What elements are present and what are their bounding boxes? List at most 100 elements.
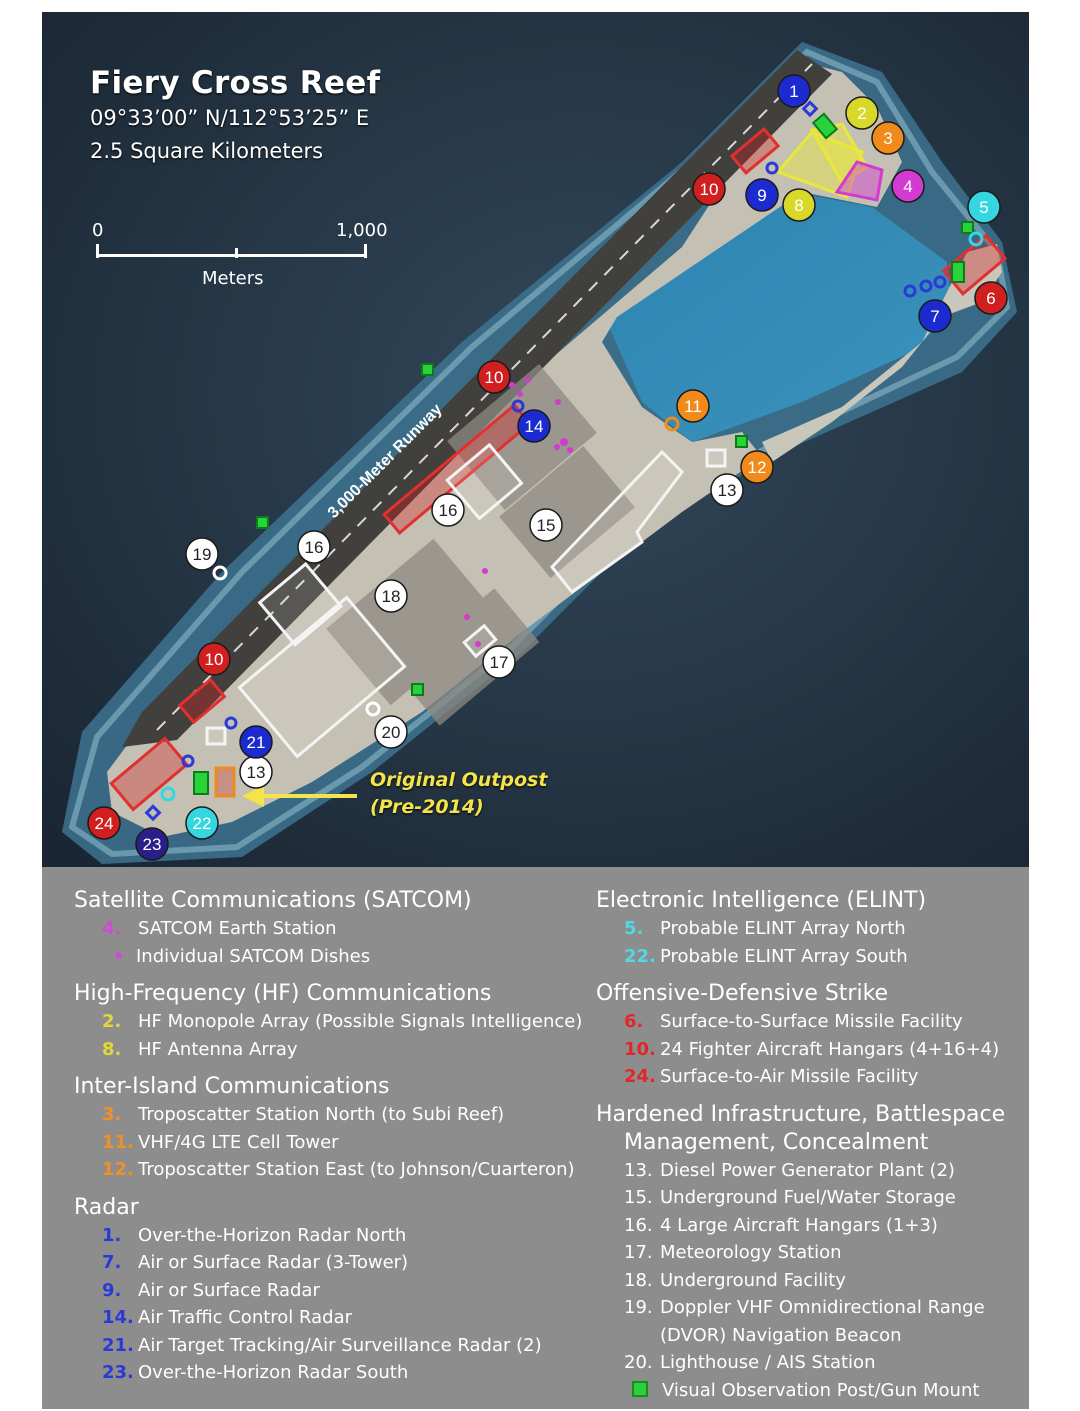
- legend-item-label: Air or Surface Radar (3-Tower): [138, 1252, 409, 1273]
- satellite-map: 3,000-Meter Runway 123456789101010111213…: [42, 12, 1029, 867]
- marker-circle: [974, 281, 1008, 315]
- marker-circle: [710, 473, 744, 507]
- marker-3: 3: [871, 121, 905, 155]
- legend-item-number: 17.: [624, 1242, 653, 1263]
- legend-section: Offensive-Defensive Strike 6. Surface-to-S…: [596, 980, 1005, 1091]
- legend-heading: Electronic Intelligence (ELINT): [596, 888, 927, 913]
- marker-circle: [185, 806, 219, 840]
- legend-left-column: Satellite Communications (SATCOM)4.SATCO…: [74, 887, 582, 1397]
- scale-start: 0: [92, 220, 104, 241]
- scale-bar: 0 1,000 Meters: [92, 220, 388, 290]
- marker-number: 1: [789, 82, 798, 101]
- legend-item: Individual SATCOM Dishes: [74, 943, 582, 971]
- legend-panel: Satellite Communications (SATCOM)4.SATCO…: [42, 867, 1029, 1409]
- marker-number: 13: [247, 763, 266, 782]
- marker-10: 10: [692, 172, 726, 206]
- legend-item-number: 6.: [624, 1011, 644, 1032]
- legend-item-number: 21.: [102, 1334, 134, 1356]
- legend-section: Electronic Intelligence (ELINT)5.Probabl…: [596, 887, 1005, 970]
- legend-item-label: Individual SATCOM Dishes: [136, 945, 371, 967]
- marker-14: 14: [517, 409, 551, 443]
- marker-20: 20: [374, 715, 408, 749]
- legend-item: 1.Over-the-Horizon Radar North: [74, 1222, 582, 1250]
- satcom-dish-dot-icon: [115, 952, 122, 959]
- legend-item: 12.Troposcatter Station East (to Johnson…: [74, 1156, 582, 1184]
- observation-post-square-icon: [632, 1380, 648, 1397]
- legend-item-number: 4.: [102, 918, 122, 939]
- legend-item-number: 7.: [102, 1252, 122, 1273]
- legend-heading: Radar: [74, 1194, 139, 1220]
- marker-number: 16: [439, 501, 458, 520]
- annotation-line-1: Original Outpost: [370, 769, 548, 791]
- radar-site-marks: [144, 100, 947, 822]
- marker-1: 1: [777, 74, 811, 108]
- legend-item-label: Surface-to-Air Missile Facility: [660, 1066, 919, 1087]
- legend-item-number: 2.: [102, 1011, 122, 1032]
- marker-18: 18: [374, 579, 408, 613]
- legend-item: 7. Air or Surface Radar (3-Tower): [74, 1249, 582, 1277]
- legend-item-label: VHF/4G LTE Cell Tower: [138, 1131, 339, 1153]
- legend-item-label: Over-the-Horizon Radar South: [138, 1362, 409, 1383]
- legend-item-number: 12.: [102, 1159, 134, 1180]
- marker-number: 4: [903, 177, 912, 196]
- marker-circle: [185, 537, 219, 571]
- legend-item: 20.Lighthouse / AIS Station: [596, 1349, 1005, 1377]
- legend-item: 17. Meteorology Station: [596, 1239, 1005, 1267]
- legend-item-label: Air Target Tracking/Air Surveillance Rad…: [138, 1334, 542, 1356]
- legend-item: 11.VHF/4G LTE Cell Tower: [74, 1129, 582, 1157]
- marker-number: 22: [193, 814, 212, 833]
- legend-item: 24.Surface-to-Air Missile Facility: [596, 1063, 1005, 1091]
- legend-item-label: Surface-to-Surface Missile Facility: [660, 1011, 963, 1032]
- scale-tick-start: [96, 244, 99, 258]
- legend-item: 4.SATCOM Earth Station: [74, 915, 582, 943]
- marker-number: 20: [382, 723, 401, 742]
- marker-number: 12: [748, 458, 767, 477]
- legend-item: 16.4 Large Aircraft Hangars (1+3): [596, 1212, 1005, 1240]
- marker-number: 9: [757, 186, 766, 205]
- legend-item-label: Air Traffic Control Radar: [138, 1307, 353, 1328]
- marker-circle: [676, 389, 710, 423]
- legend-item: 13.Diesel Power Generator Plant (2): [596, 1157, 1005, 1185]
- map-area: 2.5 Square Kilometers: [90, 139, 324, 163]
- legend-item-label: Lighthouse / AIS Station: [660, 1352, 876, 1373]
- marker-number: 15: [537, 516, 556, 535]
- marker-circle: [135, 827, 169, 861]
- marker-number: 10: [205, 650, 224, 669]
- outpost-arrow: [242, 785, 357, 807]
- marker-2: 2: [845, 96, 879, 130]
- marker-22: 22: [185, 806, 219, 840]
- legend-item: 18.Underground Facility: [596, 1267, 1005, 1295]
- marker-8: 8: [782, 188, 816, 222]
- marker-number: 16: [305, 538, 324, 557]
- legend-heading: Inter-Island Communications: [74, 1074, 390, 1099]
- legend-item-number: 22.: [624, 945, 656, 967]
- legend-item-number: 1.: [102, 1224, 122, 1246]
- legend-item-label: Doppler VHF Omnidirectional Range: [660, 1297, 985, 1318]
- satcom-dish-marks: [464, 377, 573, 647]
- marker-number: 10: [700, 180, 719, 199]
- legend-item-number: 24.: [624, 1066, 656, 1087]
- scale-line: [96, 254, 366, 257]
- marker-circle: [967, 190, 1001, 224]
- lagoon: [607, 192, 952, 442]
- legend-heading: Offensive-Defensive Strike: [596, 981, 889, 1006]
- legend-item-label: Underground Facility: [660, 1269, 846, 1291]
- annotation-line-2: (Pre-2014): [370, 796, 484, 818]
- marker-11: 11: [676, 389, 710, 423]
- marker-circle: [918, 299, 952, 333]
- legend-item: 21.Air Target Tracking/Air Surveillance …: [74, 1332, 582, 1360]
- legend-item-number: 13.: [624, 1159, 653, 1181]
- scale-tick-mid: [235, 248, 238, 258]
- marker-number: 14: [525, 417, 544, 436]
- legend-item-number: 3.: [102, 1104, 122, 1125]
- marker-4: 4: [891, 169, 925, 203]
- legend-item-label: Meteorology Station: [660, 1242, 842, 1263]
- legend-item-label: Air or Surface Radar: [138, 1279, 320, 1301]
- legend-item: 5.Probable ELINT Array North: [596, 915, 1005, 943]
- marker-circle: [431, 493, 465, 527]
- marker-10: 10: [477, 360, 511, 394]
- marker-circle: [745, 178, 779, 212]
- legend-item: 14.Air Traffic Control Radar: [74, 1304, 582, 1332]
- marker-circle: [477, 360, 511, 394]
